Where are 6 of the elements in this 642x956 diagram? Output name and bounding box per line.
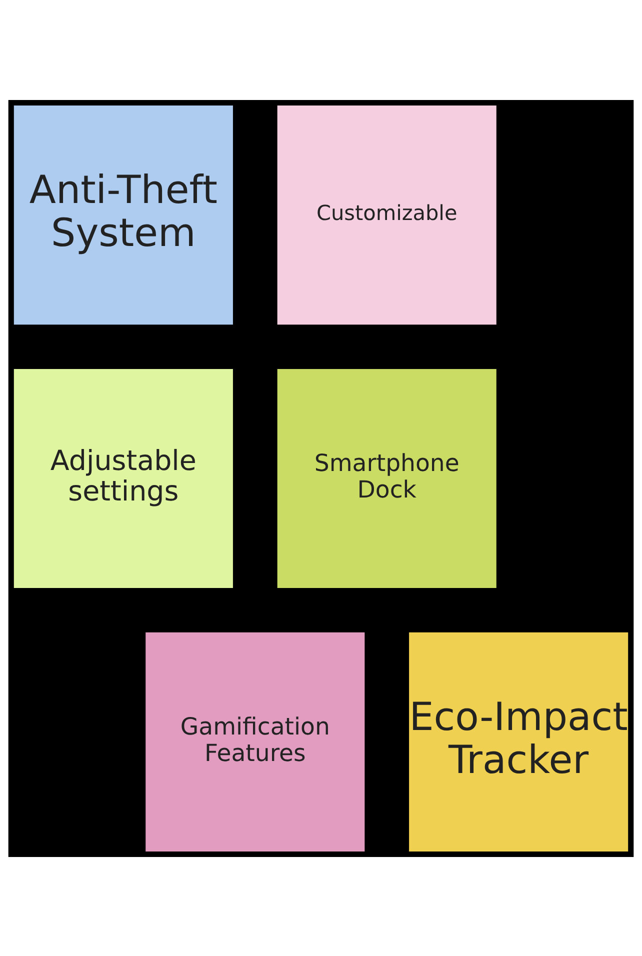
node-box: Gamification Features [146,632,365,851]
node-box: Customizable [277,105,496,324]
node-box: Eco-Impact Tracker [409,632,628,851]
node-box: Smartphone Dock [277,368,496,588]
node-box: Anti-Theft System [14,105,233,324]
node-box: Adjustable settings [14,368,233,588]
